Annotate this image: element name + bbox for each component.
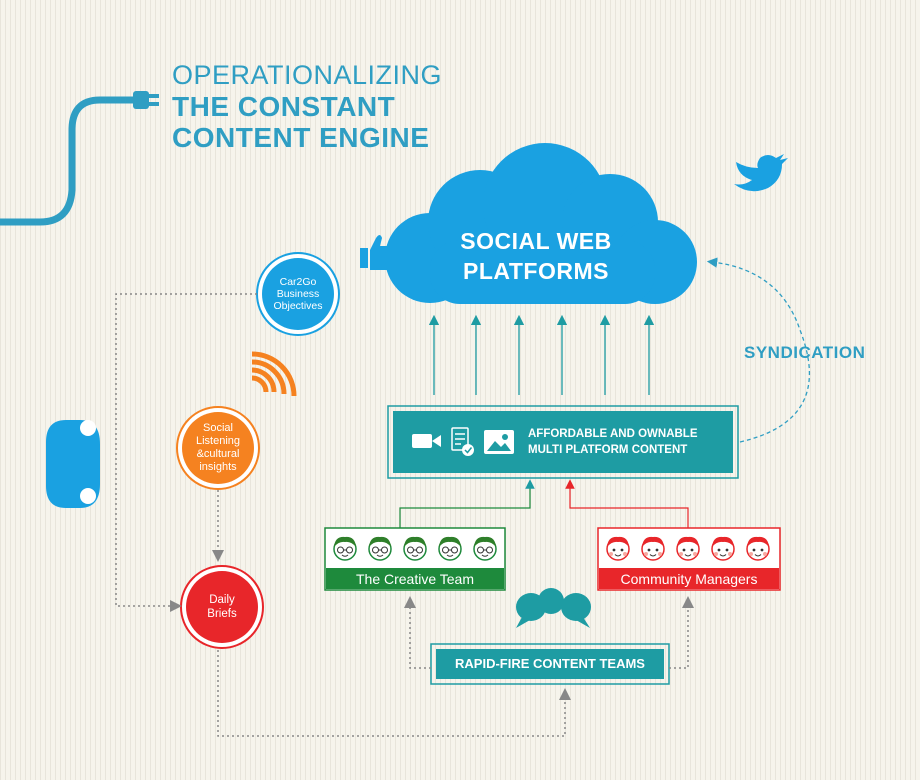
daily-briefs-circle (180, 565, 264, 649)
car-icon (46, 420, 100, 508)
social-web-cloud (385, 143, 697, 304)
cloud-label: SOCIAL WEB PLATFORMS (460, 228, 612, 284)
creative-team-card (324, 527, 506, 591)
social-listening-circle (176, 406, 260, 490)
creative-to-content-connector (399, 479, 535, 528)
image-icon (484, 430, 514, 454)
wifi-signal-icon (251, 351, 297, 397)
syndication-label: SYNDICATION (744, 343, 866, 362)
community-to-content-connector (565, 479, 689, 528)
objectives-to-briefs-connector (115, 293, 257, 612)
twitter-bird-icon (734, 154, 788, 192)
rapid-to-community-connector (669, 596, 694, 669)
rapid-fire-label: RAPID-FIRE CONTENT TEAMS (455, 656, 645, 671)
rapid-fire-box (430, 643, 670, 685)
social-listening-label: Social Listening &cultural insights (195, 422, 241, 473)
title-line-2: THE CONSTANT (172, 91, 396, 122)
content-box (387, 405, 739, 479)
content-box-label: AFFORDABLE AND OWNABLE MULTI PLATFORM CO… (528, 428, 698, 456)
title-line-1: OPERATIONALIZING (172, 60, 443, 90)
video-camera-icon (412, 434, 441, 448)
syndication-arrow (706, 257, 811, 443)
checklist-icon (451, 427, 474, 456)
community-managers-card (597, 527, 781, 591)
upload-arrows (428, 314, 655, 395)
creative-team-label: The Creative Team (355, 571, 474, 587)
business-objectives-label: Car2Go Business Objectives (273, 276, 323, 312)
business-objectives-circle (256, 252, 340, 336)
community-managers-label: Community Managers (620, 571, 758, 587)
daily-briefs-label: Daily Briefs (207, 594, 237, 620)
plug-icon (0, 91, 159, 226)
speech-bubbles-icon (516, 588, 591, 628)
rapid-to-creative-connector (404, 596, 431, 669)
title-line-3: CONTENT ENGINE (172, 122, 430, 153)
